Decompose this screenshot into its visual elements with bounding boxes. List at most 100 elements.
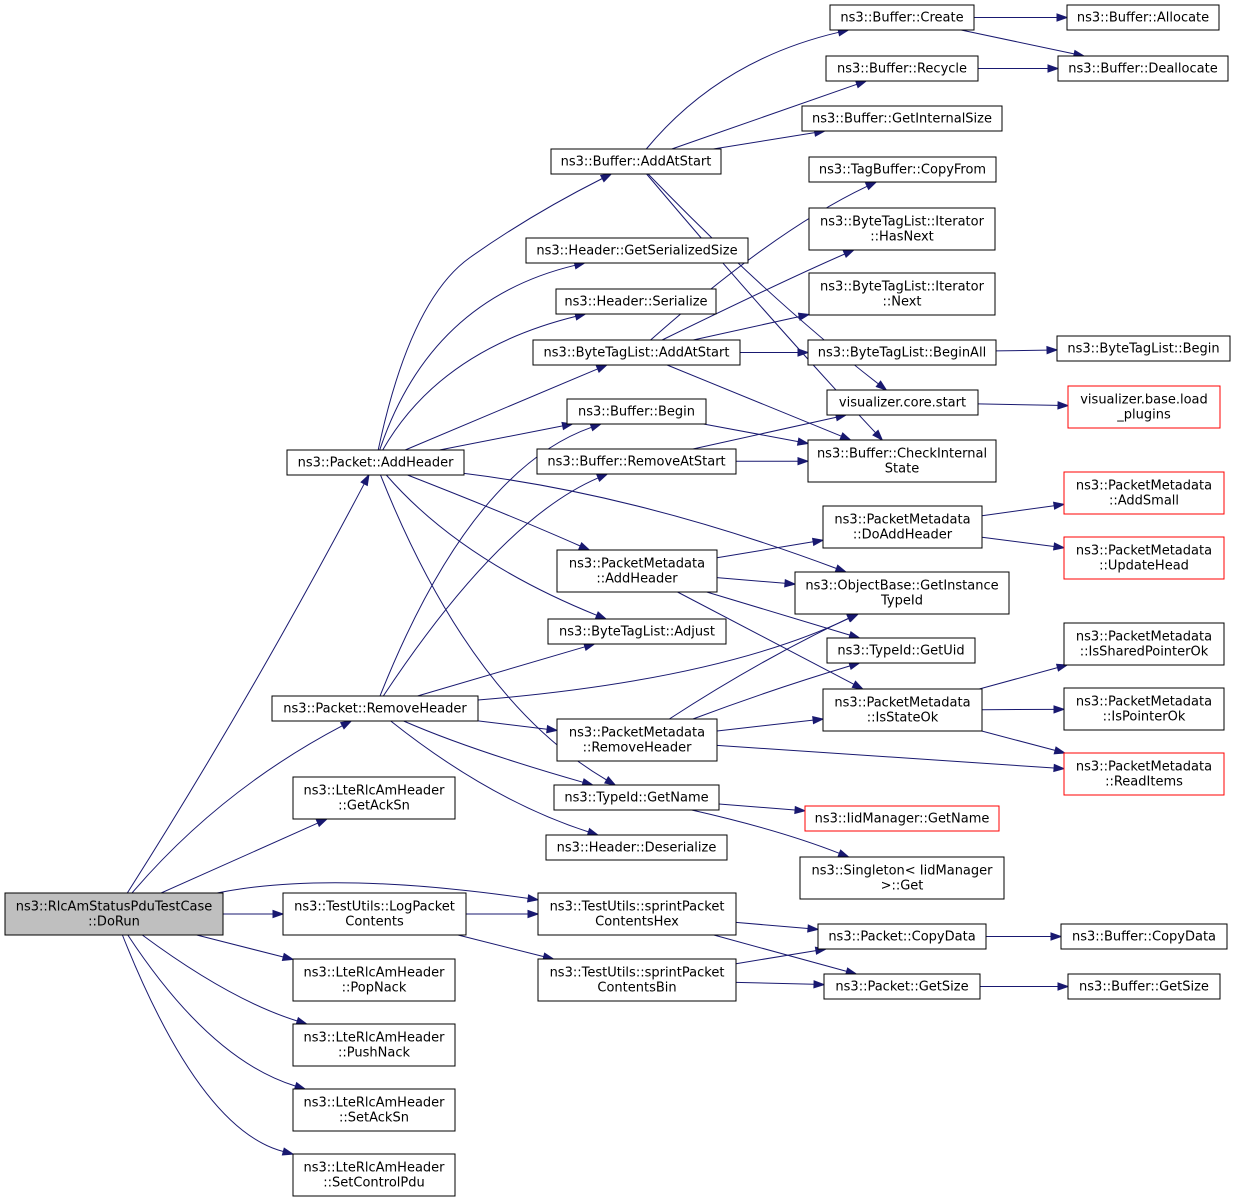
edge-line bbox=[671, 83, 857, 150]
node-ns3-iidmanager-getname[interactable]: ns3::IidManager::GetName bbox=[804, 805, 1000, 832]
node-label: ns3::Packet::CopyData bbox=[828, 930, 975, 945]
node-ns3-lterlcamheader-popnack[interactable]: ns3::LteRlcAmHeader::PopNack bbox=[292, 958, 456, 1002]
node-ns3-rlcamstatuspdutestcase-dorun[interactable]: ns3::RlcAmStatusPduTestCase::DoRun bbox=[4, 892, 224, 936]
node-box bbox=[553, 784, 720, 811]
node-ns3-packet-getsize[interactable]: ns3::Packet::GetSize bbox=[823, 973, 981, 1000]
edge-line bbox=[405, 368, 598, 451]
node-ns3-header-deserialize[interactable]: ns3::Header::Deserialize bbox=[545, 834, 728, 861]
node-label: ns3::Packet::AddHeader bbox=[298, 456, 454, 471]
node-label: ns3::Buffer::GetInternalSize bbox=[812, 112, 992, 127]
node-ns3-packetmetadata-readitems[interactable]: ns3::PacketMetadata::ReadItems bbox=[1063, 752, 1225, 796]
arrowhead-icon bbox=[848, 630, 861, 640]
node-ns3-packet-copydata[interactable]: ns3::Packet::CopyData bbox=[817, 923, 987, 950]
edge-line bbox=[377, 178, 603, 451]
node-ns3-buffer-create[interactable]: ns3::Buffer::Create bbox=[829, 4, 975, 31]
node-ns3-packetmetadata-issharedpointerok[interactable]: ns3::PacketMetadata::IsSharedPointerOk bbox=[1063, 622, 1225, 666]
node-visualizer-core-start[interactable]: visualizer.core.start bbox=[826, 389, 979, 416]
node-label: ns3::LteRlcAmHeader bbox=[303, 1161, 445, 1176]
node-ns3-packetmetadata-doaddheader[interactable]: ns3::PacketMetadata::DoAddHeader bbox=[822, 505, 983, 549]
node-ns3-bytetaglist-iterator-next[interactable]: ns3::ByteTagList::Iterator::Next bbox=[808, 272, 996, 316]
node-label: ns3::IidManager::GetName bbox=[815, 812, 990, 827]
arrowhead-icon bbox=[1057, 982, 1070, 991]
arrowhead-icon bbox=[875, 380, 888, 391]
edge-line bbox=[981, 505, 1055, 517]
edge-n0-to-n5 bbox=[196, 934, 295, 961]
node-ns3-buffer-addatstart[interactable]: ns3::Buffer::AddAtStart bbox=[550, 148, 722, 175]
node-label: ::SetAckSn bbox=[339, 1111, 409, 1126]
node-label: ns3::Buffer::CheckInternal bbox=[817, 447, 987, 462]
node-visualizer-base-load-plugins[interactable]: visualizer.base.load_plugins bbox=[1067, 385, 1221, 429]
node-box bbox=[537, 958, 737, 1002]
edge-n37-to-n48 bbox=[986, 932, 1063, 941]
node-ns3-packetmetadata-isstateok[interactable]: ns3::PacketMetadata::IsStateOk bbox=[822, 688, 983, 732]
node-ns3-packet-addheader[interactable]: ns3::Packet::AddHeader bbox=[286, 449, 465, 476]
node-ns3-packetmetadata-addheader[interactable]: ns3::PacketMetadata::AddHeader bbox=[556, 549, 718, 593]
node-ns3-packetmetadata-ispointerok[interactable]: ns3::PacketMetadata::IsPointerOk bbox=[1063, 687, 1225, 731]
edge-line bbox=[666, 364, 842, 437]
edge-n12-to-n26 bbox=[661, 249, 856, 341]
node-ns3-lterlcamheader-setcontrolpdu[interactable]: ns3::LteRlcAmHeader::SetControlPdu bbox=[292, 1153, 456, 1197]
edge-n38-to-n49 bbox=[980, 982, 1070, 991]
arrowhead-icon bbox=[851, 680, 865, 690]
node-ns3-buffer-deallocate[interactable]: ns3::Buffer::Deallocate bbox=[1057, 55, 1229, 82]
arrowhead-icon bbox=[794, 805, 807, 815]
node-ns3-bytetaglist-beginall[interactable]: ns3::ByteTagList::BeginAll bbox=[807, 339, 997, 366]
node-ns3-lterlcamheader-setacksn[interactable]: ns3::LteRlcAmHeader::SetAckSn bbox=[292, 1088, 456, 1132]
arrowhead-icon bbox=[797, 312, 811, 321]
node-label: ns3::PacketMetadata bbox=[569, 557, 705, 572]
node-box bbox=[532, 339, 741, 366]
node-ns3-buffer-getsize[interactable]: ns3::Buffer::GetSize bbox=[1067, 973, 1221, 1000]
node-ns3-bytetaglist-adjust[interactable]: ns3::ByteTagList::Adjust bbox=[547, 618, 727, 645]
edge-n23-to-n40 bbox=[978, 64, 1060, 73]
node-ns3-buffer-allocate[interactable]: ns3::Buffer::Allocate bbox=[1066, 4, 1220, 31]
node-box bbox=[4, 892, 224, 936]
node-ns3-tagbuffer-copyfrom[interactable]: ns3::TagBuffer::CopyFrom bbox=[808, 156, 997, 183]
node-box bbox=[556, 549, 718, 593]
node-ns3-lterlcamheader-pushnack[interactable]: ns3::LteRlcAmHeader::PushNack bbox=[292, 1023, 456, 1067]
node-ns3-packetmetadata-updatehead[interactable]: ns3::PacketMetadata::UpdateHead bbox=[1063, 536, 1225, 580]
node-label: ::AddSmall bbox=[1109, 494, 1179, 509]
node-box bbox=[550, 148, 722, 175]
edge-n28-to-n41 bbox=[995, 345, 1059, 355]
node-ns3-buffer-getinternalsize[interactable]: ns3::Buffer::GetInternalSize bbox=[801, 105, 1003, 132]
arrowhead-icon bbox=[596, 473, 609, 483]
node-label: ::PopNack bbox=[342, 981, 407, 996]
arrowhead-icon bbox=[272, 909, 285, 919]
edge-n14-to-n30 bbox=[735, 456, 810, 466]
edge-n4-to-n21 bbox=[457, 934, 555, 961]
arrowhead-icon bbox=[527, 909, 540, 919]
node-ns3-bytetaglist-begin[interactable]: ns3::ByteTagList::Begin bbox=[1056, 335, 1231, 362]
node-ns3-bytetaglist-iterator-hasnext[interactable]: ns3::ByteTagList::Iterator::HasNext bbox=[808, 207, 996, 251]
edge-n20-to-n37 bbox=[735, 921, 820, 933]
node-label: ::AddHeader bbox=[596, 572, 678, 587]
edge-line bbox=[661, 253, 845, 341]
arrowhead-icon bbox=[872, 429, 884, 442]
node-ns3-bytetaglist-addatstart[interactable]: ns3::ByteTagList::AddAtStart bbox=[532, 339, 741, 366]
node-ns3-packet-removeheader[interactable]: ns3::Packet::RemoveHeader bbox=[271, 695, 479, 722]
node-ns3-lterlcamheader-getacksn[interactable]: ns3::LteRlcAmHeader::GetAckSn bbox=[292, 776, 456, 820]
arrowhead-icon bbox=[1057, 401, 1070, 410]
edge-n34-to-n47 bbox=[981, 730, 1067, 755]
node-ns3-typeid-getname[interactable]: ns3::TypeId::GetName bbox=[553, 784, 720, 811]
edge-n18-to-n35 bbox=[718, 803, 807, 815]
node-ns3-packetmetadata-removeheader[interactable]: ns3::PacketMetadata::RemoveHeader bbox=[556, 718, 718, 762]
edge-n34-to-n46 bbox=[981, 705, 1066, 714]
node-ns3-buffer-removeatstart[interactable]: ns3::Buffer::RemoveAtStart bbox=[536, 448, 737, 475]
node-ns3-header-serialize[interactable]: ns3::Header::Serialize bbox=[555, 288, 717, 315]
node-ns3-typeid-getuid[interactable]: ns3::TypeId::GetUid bbox=[826, 637, 976, 664]
node-ns3-buffer-recycle[interactable]: ns3::Buffer::Recycle bbox=[825, 55, 979, 82]
node-ns3-packetmetadata-addsmall[interactable]: ns3::PacketMetadata::AddSmall bbox=[1063, 471, 1225, 515]
node-ns3-header-getserializedsize[interactable]: ns3::Header::GetSerializedSize bbox=[525, 237, 749, 264]
node-box bbox=[1060, 923, 1228, 950]
node-label: ns3::ByteTagList::AddAtStart bbox=[544, 346, 730, 361]
edge-n17-to-n32 bbox=[669, 613, 859, 720]
node-label: ns3::Buffer::Create bbox=[840, 11, 963, 26]
node-ns3-buffer-begin[interactable]: ns3::Buffer::Begin bbox=[566, 398, 707, 425]
node-ns3-singleton-iidmanager-get[interactable]: ns3::Singleton< IidManager>::Get bbox=[799, 856, 1005, 900]
node-ns3-buffer-copydata[interactable]: ns3::Buffer::CopyData bbox=[1060, 923, 1228, 950]
